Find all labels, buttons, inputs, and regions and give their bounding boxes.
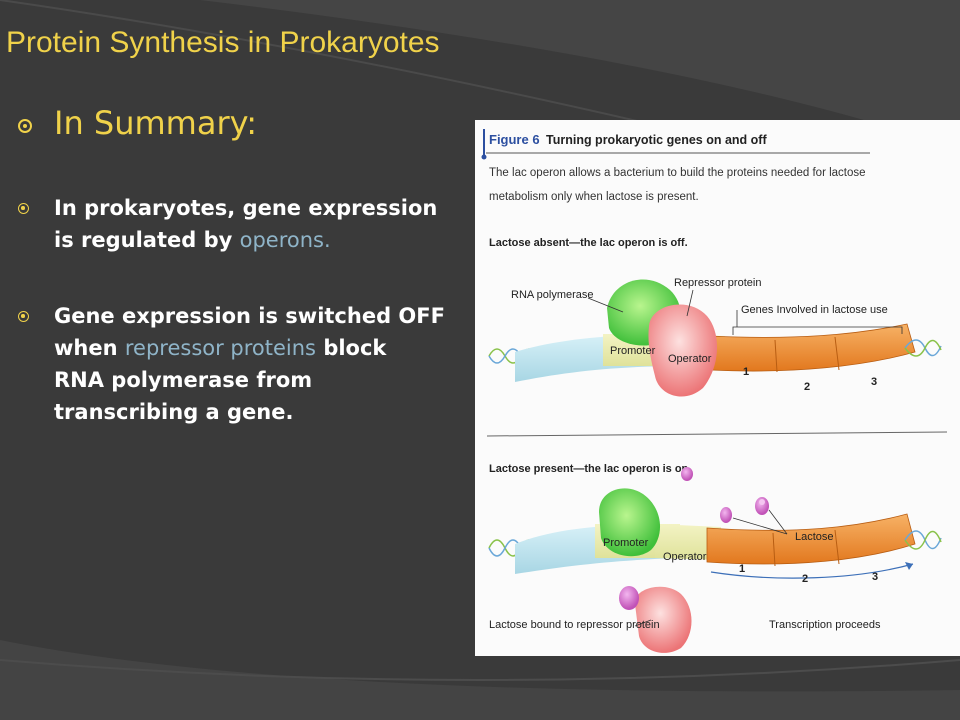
rna-polymerase-pointer [587,297,624,313]
lac-operon-figure: Figure 6 Turning prokaryotic genes on an… [475,120,960,656]
lactose-bound-label: Lactose bound to repressor protein [489,619,660,631]
gene-divider-off-2 [834,336,840,371]
gene-3-label-on: 3 [872,571,878,583]
dna-helix-right-off [904,339,942,357]
promoter-label-off: Promoter [610,345,656,357]
lactose-pointer-1 [732,517,788,535]
transcription-arrowhead [905,562,913,570]
operator-region-on [655,524,721,560]
slide-title: Protein Synthesis in Prokaryotes [6,26,440,59]
lactose-on-repressor [619,586,639,610]
operator-label-on: Operator [663,551,707,563]
panel-off-label: Lactose absent—the lac operon is off. [489,237,688,249]
bullet-2-line2-suffix: block [316,336,387,360]
gene-divider-on-1 [772,532,776,567]
dna-helix-right-on [904,530,942,550]
rna-polymerase-on [599,488,661,557]
bullet-2-line4: transcribing a gene. [54,400,294,424]
rna-polymerase-label: RNA polymerase [511,289,594,301]
figure-caption-line2: metabolism only when lactose is present. [489,191,699,203]
summary-bullet-icon [18,119,32,133]
gene-region-on [706,513,916,565]
bullet-1-line1: In prokaryotes, gene expression [54,196,438,220]
bullet-icon-1 [18,203,29,214]
lactose-label: Lactose [795,531,834,543]
gene-divider-off-1 [774,339,778,373]
figure-number: Figure 6 [489,132,540,147]
repressor-protein-on [634,586,692,653]
lactose-bound-pointer [634,619,652,627]
transcription-proceeds-label: Transcription proceeds [769,619,881,631]
repressor-pointer [686,289,694,317]
bullet-2-line2-prefix: when [54,336,125,360]
gene-1-label-on: 1 [739,563,745,575]
summary-heading: In Summary: [54,104,257,142]
operator-label-off: Operator [668,353,712,365]
gene-region-off [709,323,916,372]
panel-on-label: Lactose present—the lac operon is on. [489,463,691,475]
genes-bracket [732,326,903,335]
bullet-1-text: In prokaryotes, gene expression is regul… [54,192,437,256]
bullet-2-text: Gene expression is switched OFF when rep… [54,300,445,428]
operons-highlight: operons. [239,228,331,252]
figure-header-dot [481,154,487,160]
lactose-molecule-4 [759,499,765,505]
figure-heading: Turning prokaryotic genes on and off [546,133,767,147]
bullet-2-line3: RNA polymerase from [54,368,313,392]
gene-divider-on-2 [834,529,840,565]
lactose-molecule-1 [681,467,693,481]
repressor-proteins-highlight: repressor proteins [124,336,317,360]
lactose-molecule-3 [755,497,769,515]
gene-3-label-off: 3 [871,376,877,388]
repressor-protein-off [648,304,718,397]
panel-divider [486,431,948,437]
bullet-1-line2-prefix: is regulated by [54,228,240,252]
gene-2-label-on: 2 [802,573,808,585]
genes-involved-label: Genes Involved in lactose use [741,304,888,316]
gene-2-label-off: 2 [804,381,810,393]
repressor-protein-label: Repressor protein [674,277,761,289]
bullet-icon-2 [18,311,29,322]
lactose-pointer-2 [768,509,788,535]
bullet-2-line2: when repressor proteins block [54,332,445,364]
promoter-label-on: Promoter [603,537,649,549]
lactose-molecule-2 [720,507,732,523]
transcription-arrow [710,563,914,579]
bullet-2-line1: Gene expression is switched OFF [54,304,445,328]
gene-1-label-off: 1 [743,366,749,378]
figure-caption-line1: The lac operon allows a bacterium to bui… [489,167,866,179]
bullet-1-line2: is regulated by operons. [54,224,437,256]
